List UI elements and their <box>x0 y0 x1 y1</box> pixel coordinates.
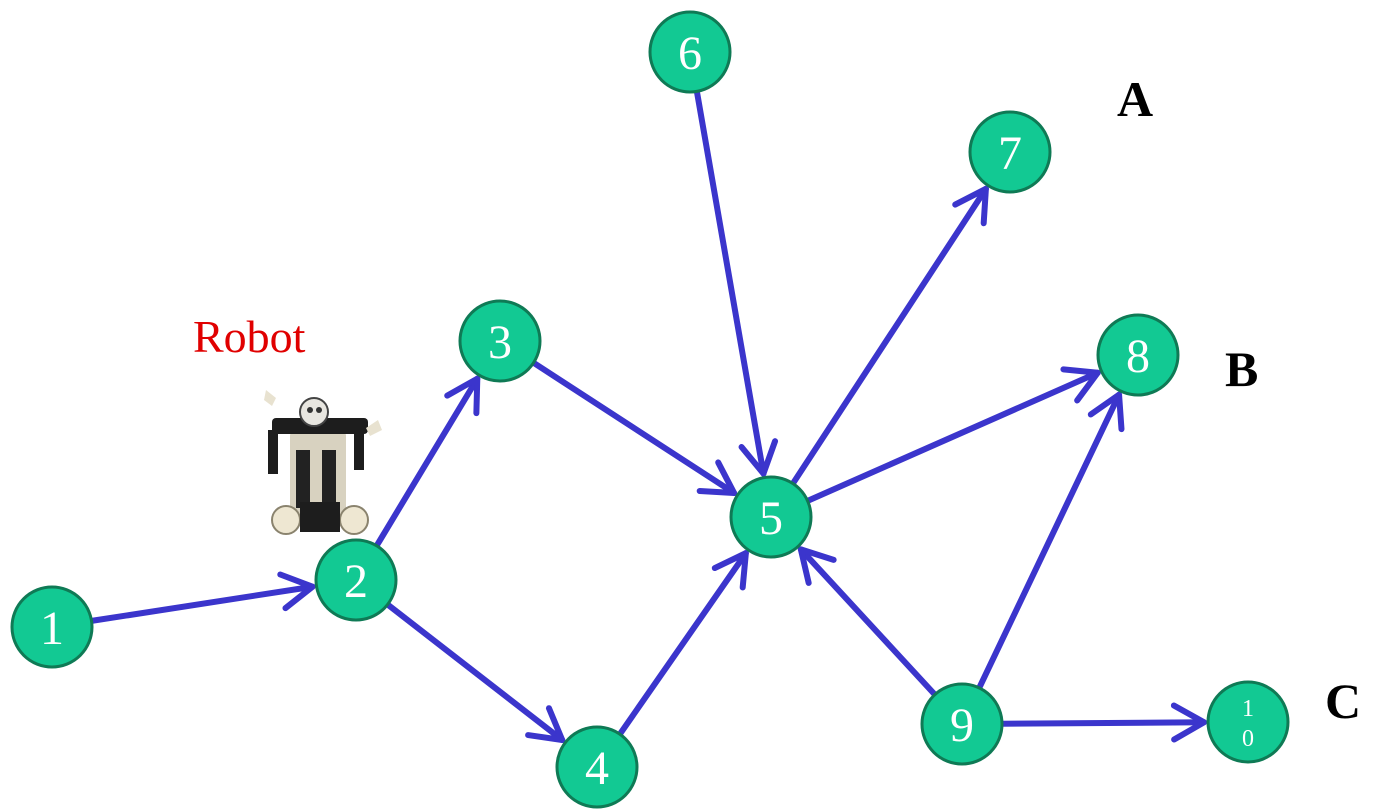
node-3: 3 <box>458 299 542 383</box>
edge-6-to-5 <box>693 88 767 477</box>
node-circle <box>968 110 1052 194</box>
node-4: 4 <box>555 725 639 809</box>
edge-2-to-3 <box>373 375 481 549</box>
goal-label-b: B <box>1225 341 1259 397</box>
edge-5-to-7 <box>789 185 989 487</box>
robot-label: Robot <box>193 311 306 362</box>
node-label: 5 <box>759 492 783 545</box>
arrowhead-5-to-8 <box>1060 366 1101 404</box>
node-label: 6 <box>678 27 702 80</box>
arrowhead-5-to-7 <box>952 185 989 227</box>
node-circle <box>729 475 813 559</box>
node-label: 3 <box>488 316 512 369</box>
edges <box>88 88 1208 744</box>
node-2: 2 <box>314 538 398 622</box>
node-label-part: 0 <box>1242 726 1254 752</box>
goal-label-a: A <box>1117 71 1154 127</box>
node-circle <box>920 682 1004 766</box>
node-circle <box>1206 680 1290 764</box>
arrowhead-9-to-5 <box>797 546 837 586</box>
node-6: 6 <box>648 10 732 94</box>
node-5: 5 <box>729 475 813 559</box>
robot-icon <box>264 390 382 535</box>
edge-4-to-5 <box>616 550 749 738</box>
arrowhead-1-to-2 <box>277 571 316 612</box>
node-8: 8 <box>1096 313 1180 397</box>
node-label: 1 <box>40 602 64 655</box>
node-label: 7 <box>998 127 1022 180</box>
node-label: 8 <box>1126 330 1150 383</box>
node-circle <box>648 10 732 94</box>
arrowhead-4-to-5 <box>711 550 749 591</box>
node-label: 2 <box>344 555 368 608</box>
edge-2-to-4 <box>384 601 566 744</box>
node-label: 4 <box>585 742 609 795</box>
node-label: 9 <box>950 699 974 752</box>
edge-9-to-10 <box>998 719 1208 727</box>
arrowhead-2-to-4 <box>525 705 566 744</box>
node-7: 7 <box>968 110 1052 194</box>
node-1: 1 <box>10 585 94 669</box>
arrowhead-2-to-3 <box>444 375 481 417</box>
node-10: 10 <box>1206 680 1290 764</box>
goal-label-c: C <box>1325 673 1362 729</box>
edge-9-to-5 <box>797 546 938 698</box>
node-circle <box>555 725 639 809</box>
node-9: 9 <box>920 682 1004 766</box>
edge-9-to-8 <box>976 391 1123 691</box>
arrowhead-6-to-5 <box>738 438 779 477</box>
arrowhead-9-to-10 <box>1170 702 1207 743</box>
node-label-part: 1 <box>1242 696 1254 722</box>
node-circle <box>10 585 94 669</box>
arrowhead-3-to-5 <box>696 459 738 497</box>
node-circle <box>458 299 542 383</box>
edge-3-to-5 <box>530 359 738 497</box>
arrowhead-9-to-8 <box>1087 391 1125 433</box>
edge-1-to-2 <box>88 583 316 624</box>
edge-5-to-8 <box>804 369 1101 504</box>
node-circle <box>1096 313 1180 397</box>
node-circle <box>314 538 398 622</box>
